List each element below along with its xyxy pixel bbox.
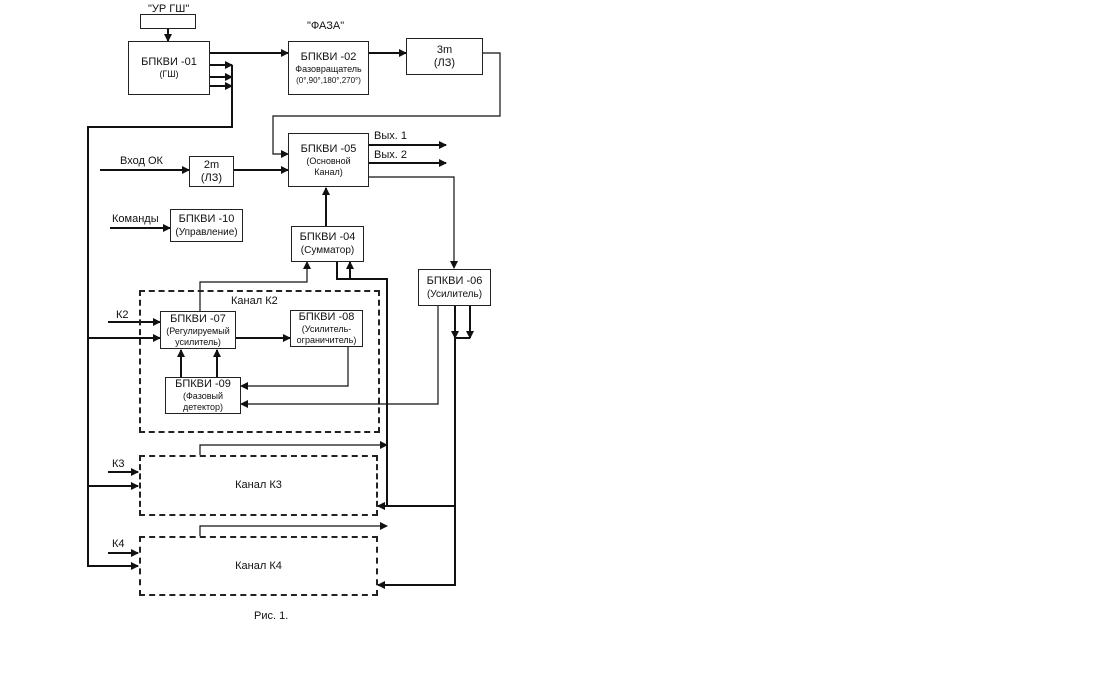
- channel-k4: Канал К4: [139, 536, 378, 596]
- block-07: БПКВИ -07 (Регулируемый усилитель): [160, 311, 236, 349]
- vyh2-label: Вых. 2: [374, 149, 407, 161]
- delay-3m: 3m (ЛЗ): [406, 38, 483, 75]
- wire-bus: [87, 65, 233, 570]
- vhod-ok-label: Вход ОК: [120, 155, 163, 167]
- block-02: БПКВИ -02 Фазовращатель (0°,90°,180°,270…: [288, 41, 369, 95]
- ur-gsh-box: [140, 14, 196, 29]
- channel-k3: Канал К3: [139, 455, 378, 516]
- k3-label: К3: [112, 458, 125, 470]
- delay-2m: 2m (ЛЗ): [189, 156, 234, 187]
- ur-gsh-label: "УР ГШ": [148, 3, 190, 15]
- vyh1-label: Вых. 1: [374, 130, 407, 142]
- channel-k2-frame: [139, 290, 380, 433]
- block-08: БПКВИ -08 (Усилитель- ограничитель): [290, 310, 363, 347]
- kanal-k2-label: Канал К2: [231, 295, 278, 307]
- block-01: БПКВИ -01 (ГШ): [128, 41, 210, 95]
- wire-3m-05: [272, 52, 501, 158]
- block-09: БПКВИ -09 (Фазовый детектор): [165, 377, 241, 414]
- block-05: БПКВИ -05 (Основной Канал): [288, 133, 369, 187]
- komandy-label: Команды: [112, 213, 159, 225]
- block-06: БПКВИ -06 (Усилитель): [418, 269, 491, 306]
- block-10: БПКВИ -10 (Управление): [170, 209, 243, 242]
- k4-label: К4: [112, 538, 125, 550]
- k2-label: К2: [116, 309, 129, 321]
- block-04: БПКВИ -04 (Сумматор): [291, 226, 364, 262]
- faza-label: "ФАЗА": [307, 20, 345, 32]
- figure-caption: Рис. 1.: [254, 610, 289, 622]
